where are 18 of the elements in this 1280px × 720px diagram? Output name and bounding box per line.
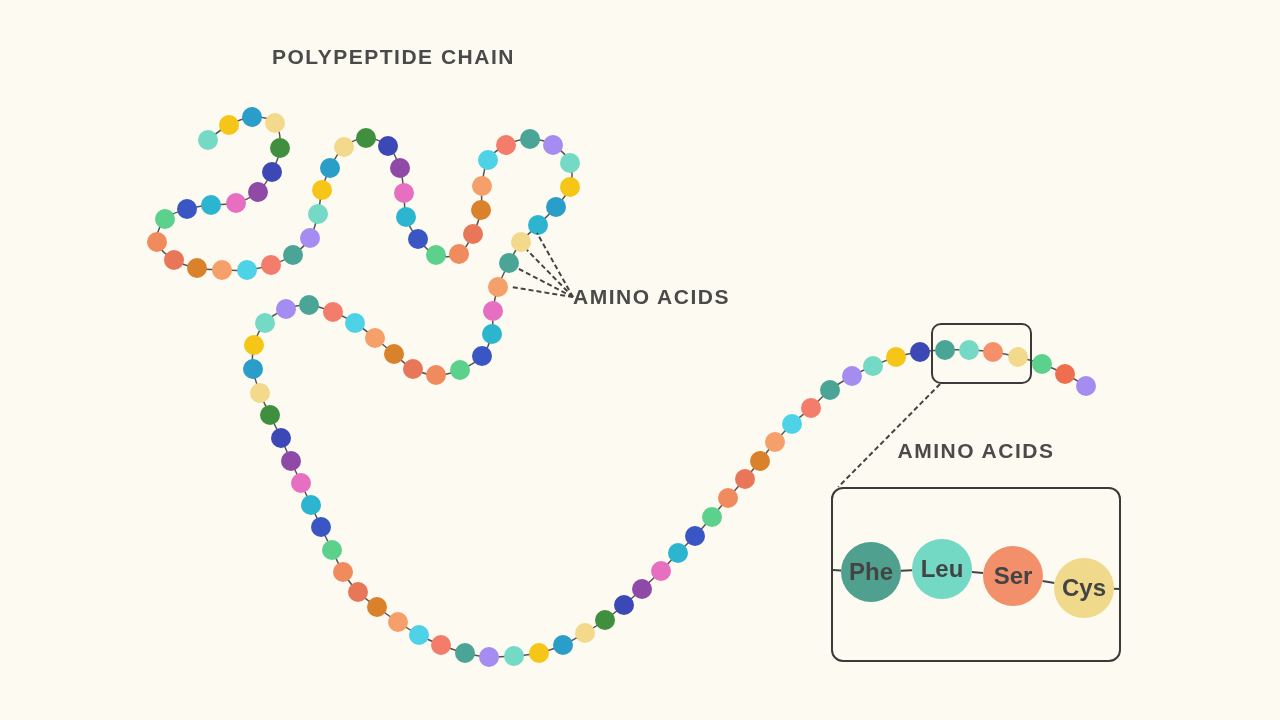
- leader-line: [536, 232, 574, 298]
- connector-line: [1041, 580, 1056, 584]
- leader-line: [510, 286, 574, 298]
- connector-line: [832, 569, 843, 572]
- connector-line: [837, 383, 942, 488]
- leader-line: [516, 267, 574, 298]
- connector-line: [1113, 587, 1120, 590]
- amino-acid-circle: Ser: [983, 546, 1043, 606]
- connector-line: [970, 570, 985, 575]
- connector-line: [899, 569, 914, 572]
- selection-frame: [931, 323, 1032, 384]
- diagram-title: POLYPEPTIDE CHAIN: [272, 45, 515, 69]
- panel-heading: AMINO ACIDS: [897, 439, 1055, 463]
- callout-label: AMINO ACIDS: [573, 285, 730, 309]
- amino-acid-circle: Phe: [841, 542, 901, 602]
- leader-line: [526, 249, 574, 298]
- amino-acid-circle: Leu: [912, 539, 972, 599]
- amino-acid-circle: Cys: [1054, 558, 1114, 618]
